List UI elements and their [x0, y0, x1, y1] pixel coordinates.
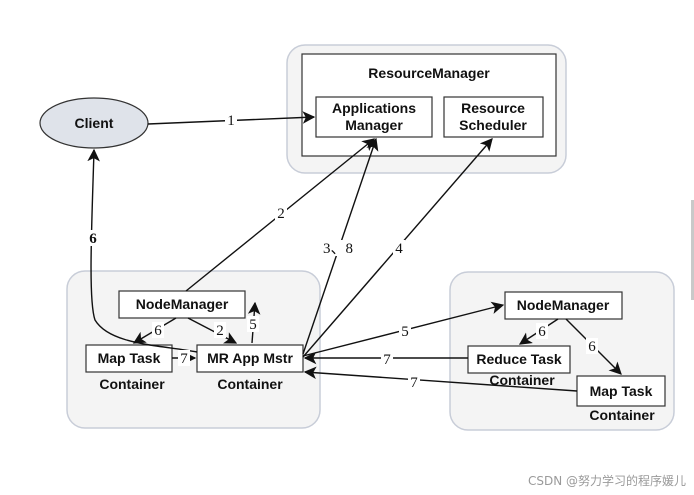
- svg-text:4: 4: [395, 241, 403, 257]
- edge-label-5-right: 5: [399, 323, 411, 340]
- node-manager-right-box: [504, 291, 623, 320]
- svg-text:1: 1: [227, 113, 235, 129]
- applications-manager-label-line1: Applications: [332, 100, 416, 116]
- right-edge-strip: [691, 200, 694, 300]
- mr-app-master-label: MR App Mstr: [207, 350, 293, 366]
- edge-label-3-8: 3、8: [320, 240, 358, 257]
- reduce-task-box: [467, 345, 571, 374]
- reduce-task-label: Reduce Task: [476, 351, 562, 367]
- svg-text:7: 7: [180, 351, 188, 367]
- svg-text:6: 6: [154, 323, 162, 339]
- map-task-left-box: [85, 344, 173, 373]
- resource-manager-label: ResourceManager: [368, 65, 490, 81]
- edge-label-6-client: 6: [86, 230, 100, 247]
- edge-label-6-reduce: 6: [536, 323, 548, 340]
- edge-label-7-reduce: 7: [381, 351, 393, 368]
- map-task-right-label: Map Task: [590, 383, 653, 399]
- watermark: CSDN @努力学习的程序媛儿: [527, 474, 686, 488]
- node-manager-left-label: NodeManager: [136, 296, 229, 312]
- applications-manager-box: [315, 96, 433, 138]
- svg-text:6: 6: [89, 231, 97, 247]
- map-task-right-container-label: Container: [589, 407, 655, 423]
- edge-mr-to-client: [87, 148, 198, 353]
- resource-scheduler-label-line2: Scheduler: [459, 117, 527, 133]
- map-task-left-label: Map Task: [98, 350, 161, 366]
- edge-label-7-map-right: 7: [408, 374, 420, 391]
- svg-text:7: 7: [410, 375, 418, 391]
- edge-nm-left-to-mr: [187, 317, 238, 344]
- resource-scheduler-label-line1: Resource: [461, 100, 525, 116]
- mr-app-master-box: [196, 344, 304, 373]
- edge-label-6-map-right: 6: [586, 338, 598, 355]
- client-label: Client: [75, 115, 114, 131]
- edge-label-2-upper: 2: [275, 205, 287, 222]
- resource-scheduler-box: [443, 96, 544, 138]
- edge-label-6-map-left: 6: [152, 322, 164, 339]
- svg-text:3、8: 3、8: [323, 241, 353, 257]
- map-task-left-container-label: Container: [99, 376, 165, 392]
- reduce-task-container-label: Container: [489, 372, 555, 388]
- node-manager-right-label: NodeManager: [517, 297, 610, 313]
- svg-text:6: 6: [588, 339, 596, 355]
- edge-label-7-left: 7: [178, 350, 190, 367]
- map-task-right-box: [576, 375, 666, 407]
- client-node: [39, 97, 149, 149]
- node-manager-left-box: [118, 290, 246, 319]
- edge-label-5-left: 5: [247, 316, 259, 333]
- svg-text:7: 7: [383, 352, 391, 368]
- mr-app-master-container-label: Container: [217, 376, 283, 392]
- edge-label-1: 1: [225, 112, 237, 129]
- svg-text:5: 5: [401, 324, 409, 340]
- svg-text:6: 6: [538, 324, 546, 340]
- edge-label-4: 4: [393, 240, 405, 257]
- applications-manager-label-line2: Manager: [345, 117, 403, 133]
- svg-text:2: 2: [277, 206, 285, 222]
- svg-text:5: 5: [249, 317, 257, 333]
- svg-text:2: 2: [216, 323, 224, 339]
- edge-label-2-lower: 2: [214, 322, 226, 339]
- edge-map-right-to-mr: [303, 366, 578, 392]
